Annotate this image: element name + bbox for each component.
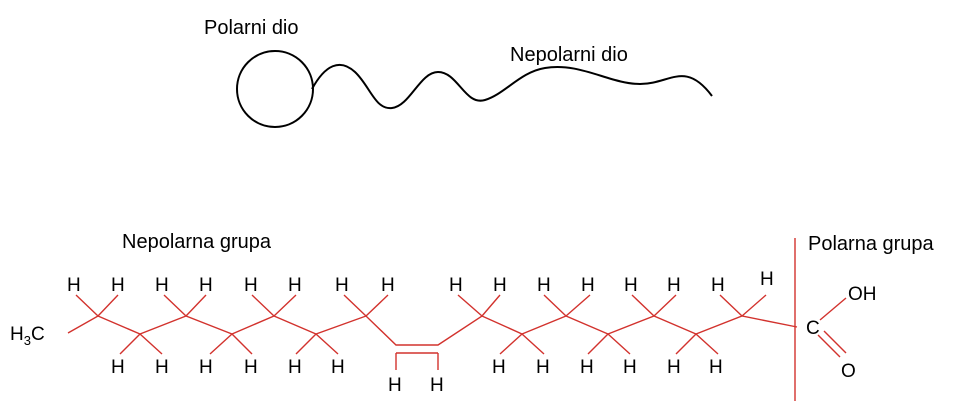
carboxyl-carbon: C: [806, 318, 820, 339]
hydrogen-atom: H: [580, 357, 594, 378]
hydrogen-atom: H: [67, 275, 81, 296]
upper-hydrogen-atoms: H H H H H H H H H H H H H H H H: [67, 269, 774, 296]
hydrogen-atom: H: [244, 275, 258, 296]
hydrogen-atom: H: [667, 357, 681, 378]
hydrogen-atom: H: [111, 357, 125, 378]
carbon-chain-bonds: [67, 315, 798, 346]
hydrogen-atom: H: [711, 275, 725, 296]
hydrogen-atom: H: [667, 275, 681, 296]
hydrogen-atom: H: [388, 375, 402, 396]
hydrogen-atom: H: [288, 275, 302, 296]
hydrogen-atom: H: [244, 357, 258, 378]
hydrogen-atom: H: [760, 269, 774, 290]
hydrogen-atom: H: [493, 275, 507, 296]
hydrogen-atom: H: [492, 357, 506, 378]
hydrogen-atom: H: [537, 275, 551, 296]
polar-group-label: Polarna grupa: [808, 233, 935, 255]
hydrogen-atom: H: [199, 357, 213, 378]
carboxyl-bonds: [817, 297, 847, 358]
hydrogen-atom: H: [288, 357, 302, 378]
hydrogen-atom: H: [155, 275, 169, 296]
hydrogen-atom: H: [449, 275, 463, 296]
methyl-group-label: H3C: [10, 324, 45, 348]
polar-head-circle: [236, 50, 314, 128]
amphipathic-model: Polarni dio Nepolarni dio: [204, 17, 713, 128]
hydrogen-atom: H: [199, 275, 213, 296]
hydrogen-atom: H: [331, 357, 345, 378]
lower-ch-bonds: [119, 333, 719, 370]
hydrogen-atom: H: [623, 357, 637, 378]
structural-formula: Nepolarna grupa Polarna grupa: [10, 231, 935, 401]
hydroxyl-label: OH: [848, 284, 877, 305]
lower-hydrogen-atoms: H H H H H H H H H H H H H H: [111, 357, 723, 396]
hydrogen-atom: H: [335, 275, 349, 296]
nonpolar-tail-wave: [311, 63, 713, 110]
hydrogen-atom: H: [536, 357, 550, 378]
hydrogen-atom: H: [430, 375, 444, 396]
carboxyl-group: C OH O: [806, 284, 877, 382]
hydrogen-atom: H: [709, 357, 723, 378]
hydrogen-atom: H: [381, 275, 395, 296]
carbonyl-oxygen: O: [841, 361, 856, 382]
upper-ch-bonds: [75, 294, 767, 317]
hydrogen-atom: H: [111, 275, 125, 296]
hydrogen-atom: H: [581, 275, 595, 296]
nonpolar-part-label: Nepolarni dio: [510, 44, 628, 66]
hydrogen-atom: H: [624, 275, 638, 296]
hydrogen-atom: H: [155, 357, 169, 378]
polar-part-label: Polarni dio: [204, 17, 299, 39]
nonpolar-group-label: Nepolarna grupa: [122, 231, 272, 253]
